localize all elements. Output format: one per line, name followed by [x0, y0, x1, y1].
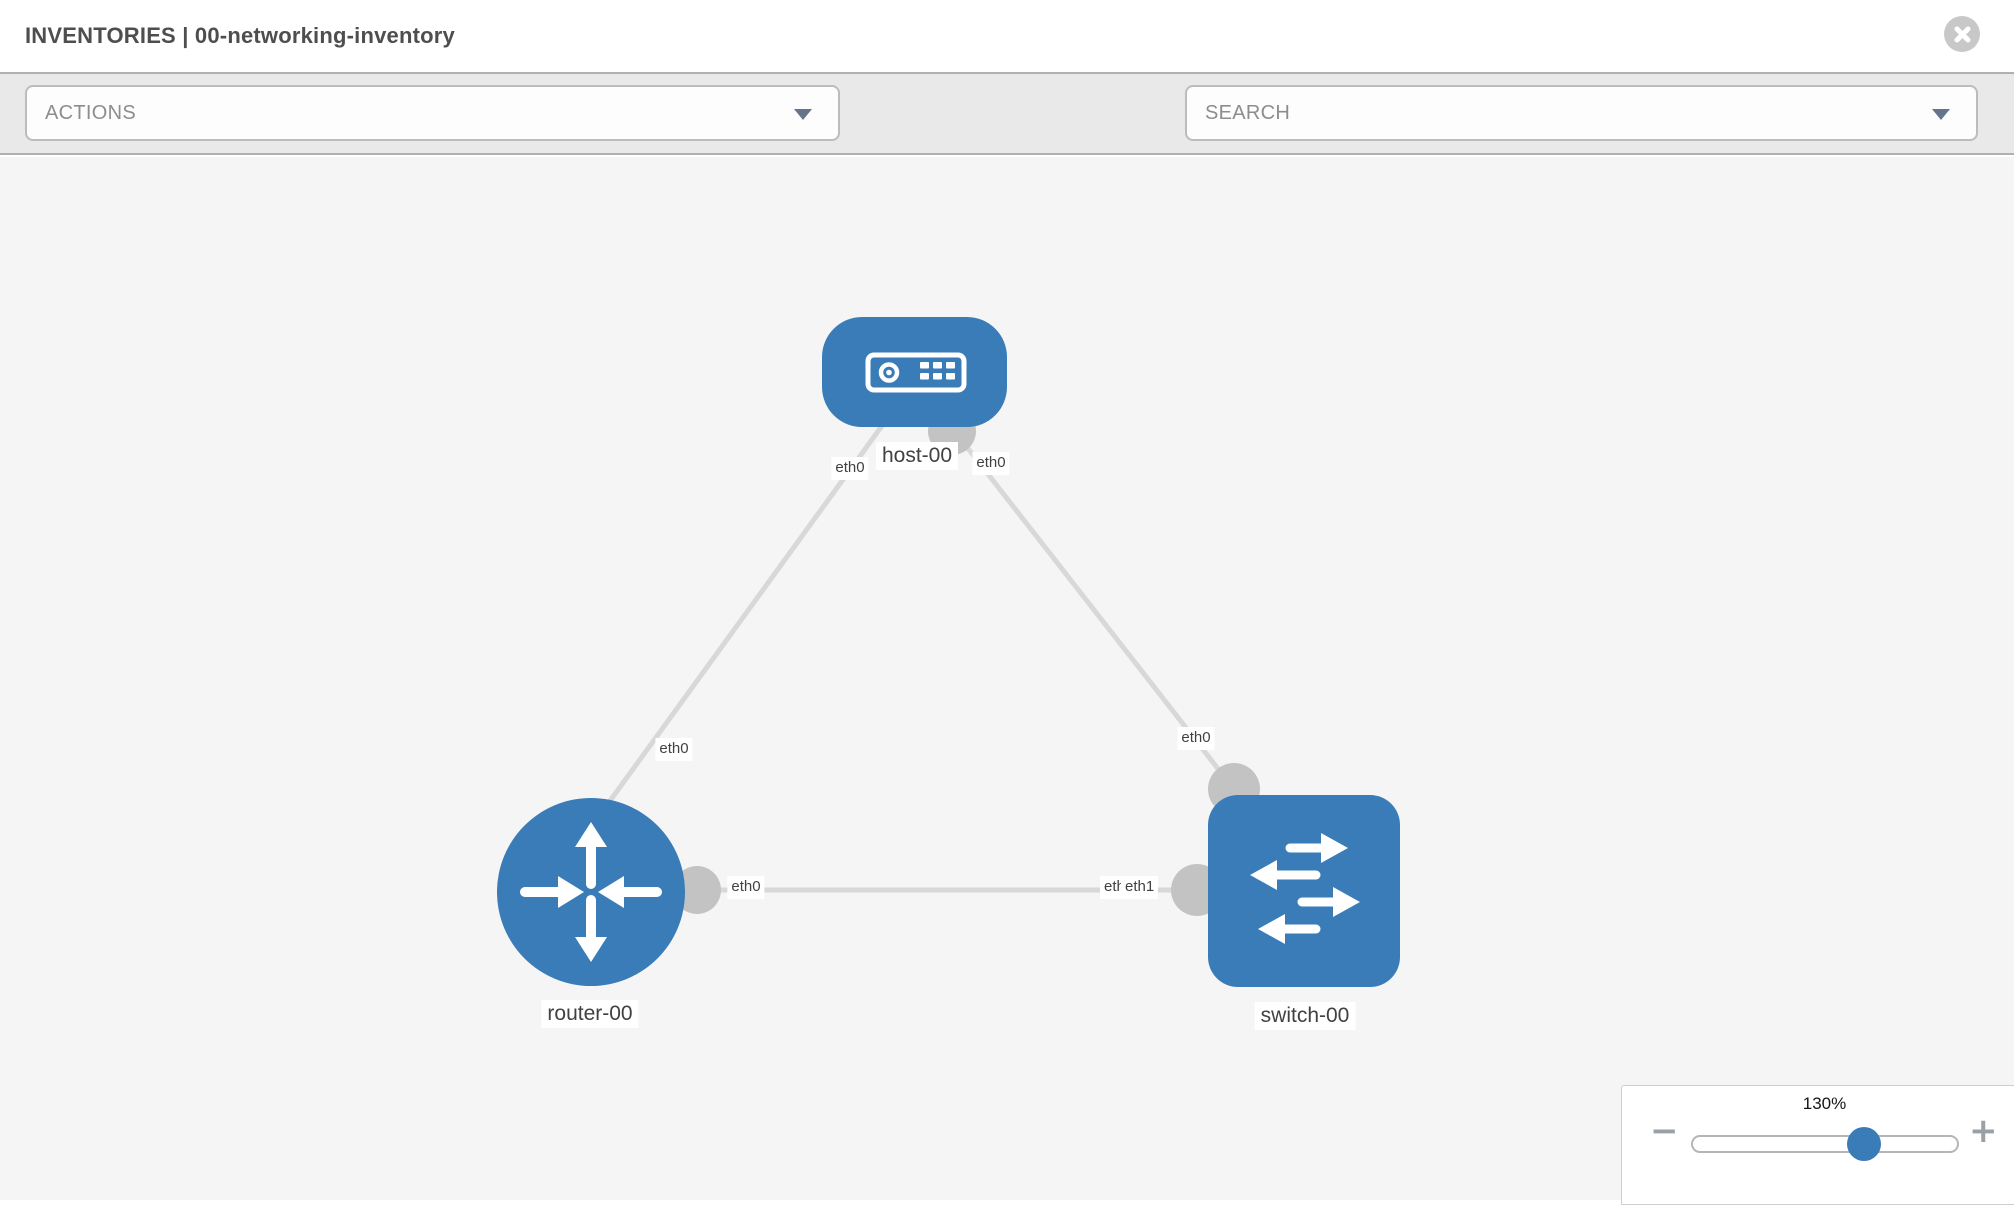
interface-label-host-right: eth0 [972, 452, 1010, 475]
interface-label-router-top: eth0 [655, 738, 693, 761]
node-label-switch: switch-00 [1254, 1002, 1356, 1031]
node-label-router: router-00 [541, 1000, 639, 1029]
node-switch-00[interactable] [1208, 795, 1400, 987]
links-layer [604, 421, 1235, 893]
page-title: INVENTORIES | 00-networking-inventory [25, 23, 455, 48]
zoom-slider-track[interactable] [1691, 1135, 1959, 1153]
zoom-level-value: 130% [1802, 1094, 1847, 1113]
interface-label-switch-top: eth0 [1177, 727, 1215, 750]
zoom-slider-handle[interactable] [1847, 1127, 1881, 1161]
chevron-down-icon [1932, 109, 1950, 120]
host-icon [865, 352, 967, 393]
node-label-host: host-00 [875, 442, 959, 471]
interface-label-router-right: eth0 [727, 876, 765, 899]
actions-dropdown[interactable]: ACTIONS [25, 85, 840, 141]
header: INVENTORIES | 00-networking-inventory [0, 0, 2014, 72]
interface-label-switch-left-hidden: eth0 [1100, 876, 1125, 899]
interface-endpoints-layer [673, 407, 1260, 916]
node-host-00[interactable] [822, 317, 1007, 427]
zoom-in-button[interactable]: + [1969, 1111, 1998, 1151]
link-router-host[interactable] [604, 421, 887, 807]
node-router-00[interactable] [497, 798, 685, 986]
zoom-out-button[interactable]: − [1650, 1111, 1679, 1151]
topology-canvas[interactable] [0, 157, 2014, 1200]
close-icon [1954, 26, 1970, 42]
zoom-control-panel: 130% − + [1621, 1085, 2014, 1205]
toolbar: ACTIONS SEARCH [0, 72, 2014, 209]
interface-label-switch-left: eth1 [1121, 876, 1159, 899]
search-dropdown[interactable]: SEARCH [1185, 85, 1978, 141]
interface-label-host-left: eth0 [831, 457, 869, 480]
endpoint-dot [673, 866, 721, 914]
switch-icon [1250, 833, 1360, 944]
router-icon [520, 822, 662, 962]
chevron-down-icon [794, 109, 812, 120]
search-dropdown-label: SEARCH [1205, 101, 1291, 124]
close-button[interactable] [1944, 16, 1980, 52]
actions-dropdown-label: ACTIONS [45, 101, 136, 124]
